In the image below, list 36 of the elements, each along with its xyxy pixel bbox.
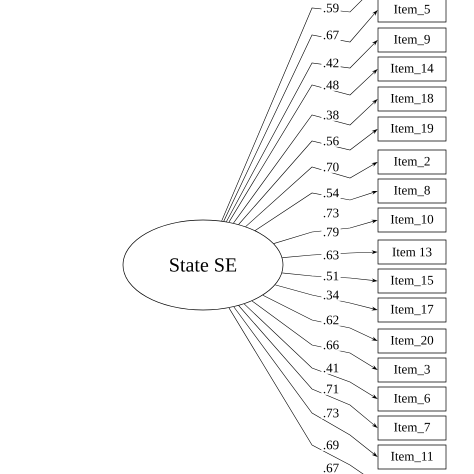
item-box: Item_7 <box>378 416 446 440</box>
edge-label: .54 <box>324 188 339 198</box>
item-box: Item_19 <box>378 116 446 142</box>
item-box: Item_2 <box>378 150 446 174</box>
loading-label: .73 <box>322 208 340 218</box>
edge-label: .69 <box>324 440 339 450</box>
item-box: Item 13 <box>378 240 446 264</box>
item-box: Item_10 <box>378 208 446 232</box>
edge-label: .51 <box>324 272 338 280</box>
item-box: Item_6 <box>378 386 446 412</box>
edge-label: .48 <box>324 80 339 90</box>
edge-label: .41 <box>324 364 338 372</box>
item-box: Item_9 <box>378 28 446 52</box>
item-box: Item_15 <box>378 268 446 294</box>
edge-label: .66 <box>324 340 339 350</box>
edge-label: .59 <box>324 4 339 12</box>
item-box: Item_11 <box>378 444 446 470</box>
edge-label: .38 <box>324 110 339 120</box>
item-box: Item_8 <box>378 178 446 204</box>
item-box: Item_18 <box>378 86 446 112</box>
edge-label: .70 <box>324 162 339 172</box>
item-box: Item_17 <box>378 298 446 322</box>
item-box: Item_20 <box>378 328 446 354</box>
item-box: Item_14 <box>378 56 446 82</box>
item-box: Item_5 <box>378 0 446 22</box>
edge-label: .79 <box>324 228 339 236</box>
edge-label: .62 <box>324 316 338 324</box>
edge-label: .71 <box>324 384 338 394</box>
edge-label: .67 <box>324 30 339 40</box>
edge-label: .56 <box>324 136 339 146</box>
edge-label: .63 <box>324 250 339 260</box>
edge-label: .34 <box>324 290 339 300</box>
edge-label: .42 <box>324 58 338 68</box>
edge-label: .73 <box>324 408 339 418</box>
item-box: Item_3 <box>378 358 446 382</box>
loading-label: .67 <box>322 462 340 474</box>
